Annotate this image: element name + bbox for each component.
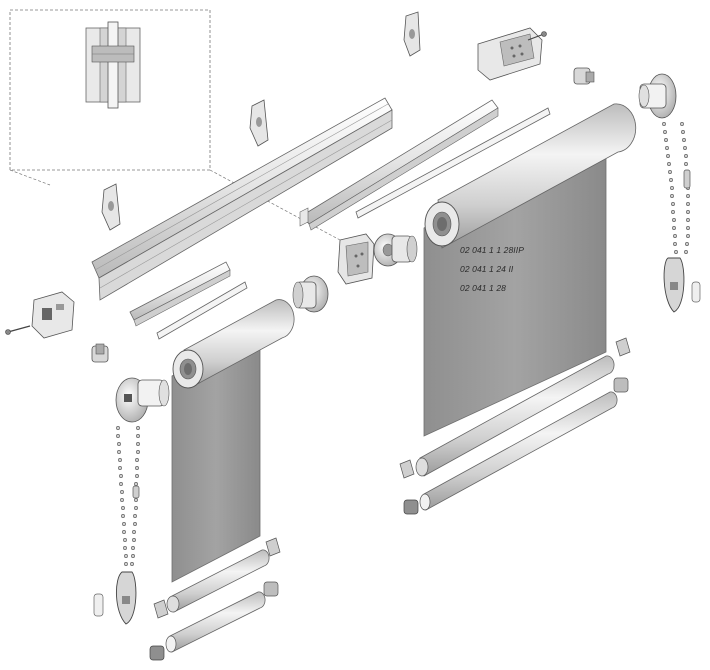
idler-plug-left: [292, 275, 329, 313]
wall-clip-1: [403, 11, 421, 57]
adapter-left: [91, 343, 109, 363]
wall-clip-2: [249, 99, 269, 147]
rail-strip-upper: [355, 107, 551, 219]
chain-control-right: [638, 73, 701, 313]
bottom-bar-right: [415, 355, 615, 477]
rail-strip-lower: [156, 281, 248, 340]
idler-plug-right: [373, 233, 418, 267]
detail-inset: [9, 9, 211, 171]
end-bracket-mid: [337, 233, 375, 285]
part-number-label: 02 041 1 28: [460, 283, 507, 293]
end-bracket-left: [5, 291, 75, 339]
rail-profile-lower: [129, 261, 231, 327]
leader-lines: [9, 169, 341, 241]
rail-profile-upper: [299, 99, 499, 231]
end-caps-right: [399, 337, 631, 515]
bottom-bar-left: [166, 549, 270, 613]
roller-blind-left: [171, 299, 295, 583]
chain-control-left: [93, 377, 170, 625]
end-caps-left: [149, 537, 281, 661]
roller-blind-right: [423, 103, 637, 437]
wall-clip-3: [101, 183, 121, 231]
part-number-label: 02 041 1 24 II: [460, 264, 514, 274]
part-number-label: 02 041 1 1 28IIP: [460, 245, 524, 255]
end-bracket-top: [477, 27, 547, 81]
weight-bar-right: [419, 391, 618, 511]
head-rail-long: [91, 97, 393, 301]
weight-bar-left: [165, 591, 266, 653]
adapter-top: [573, 67, 595, 85]
